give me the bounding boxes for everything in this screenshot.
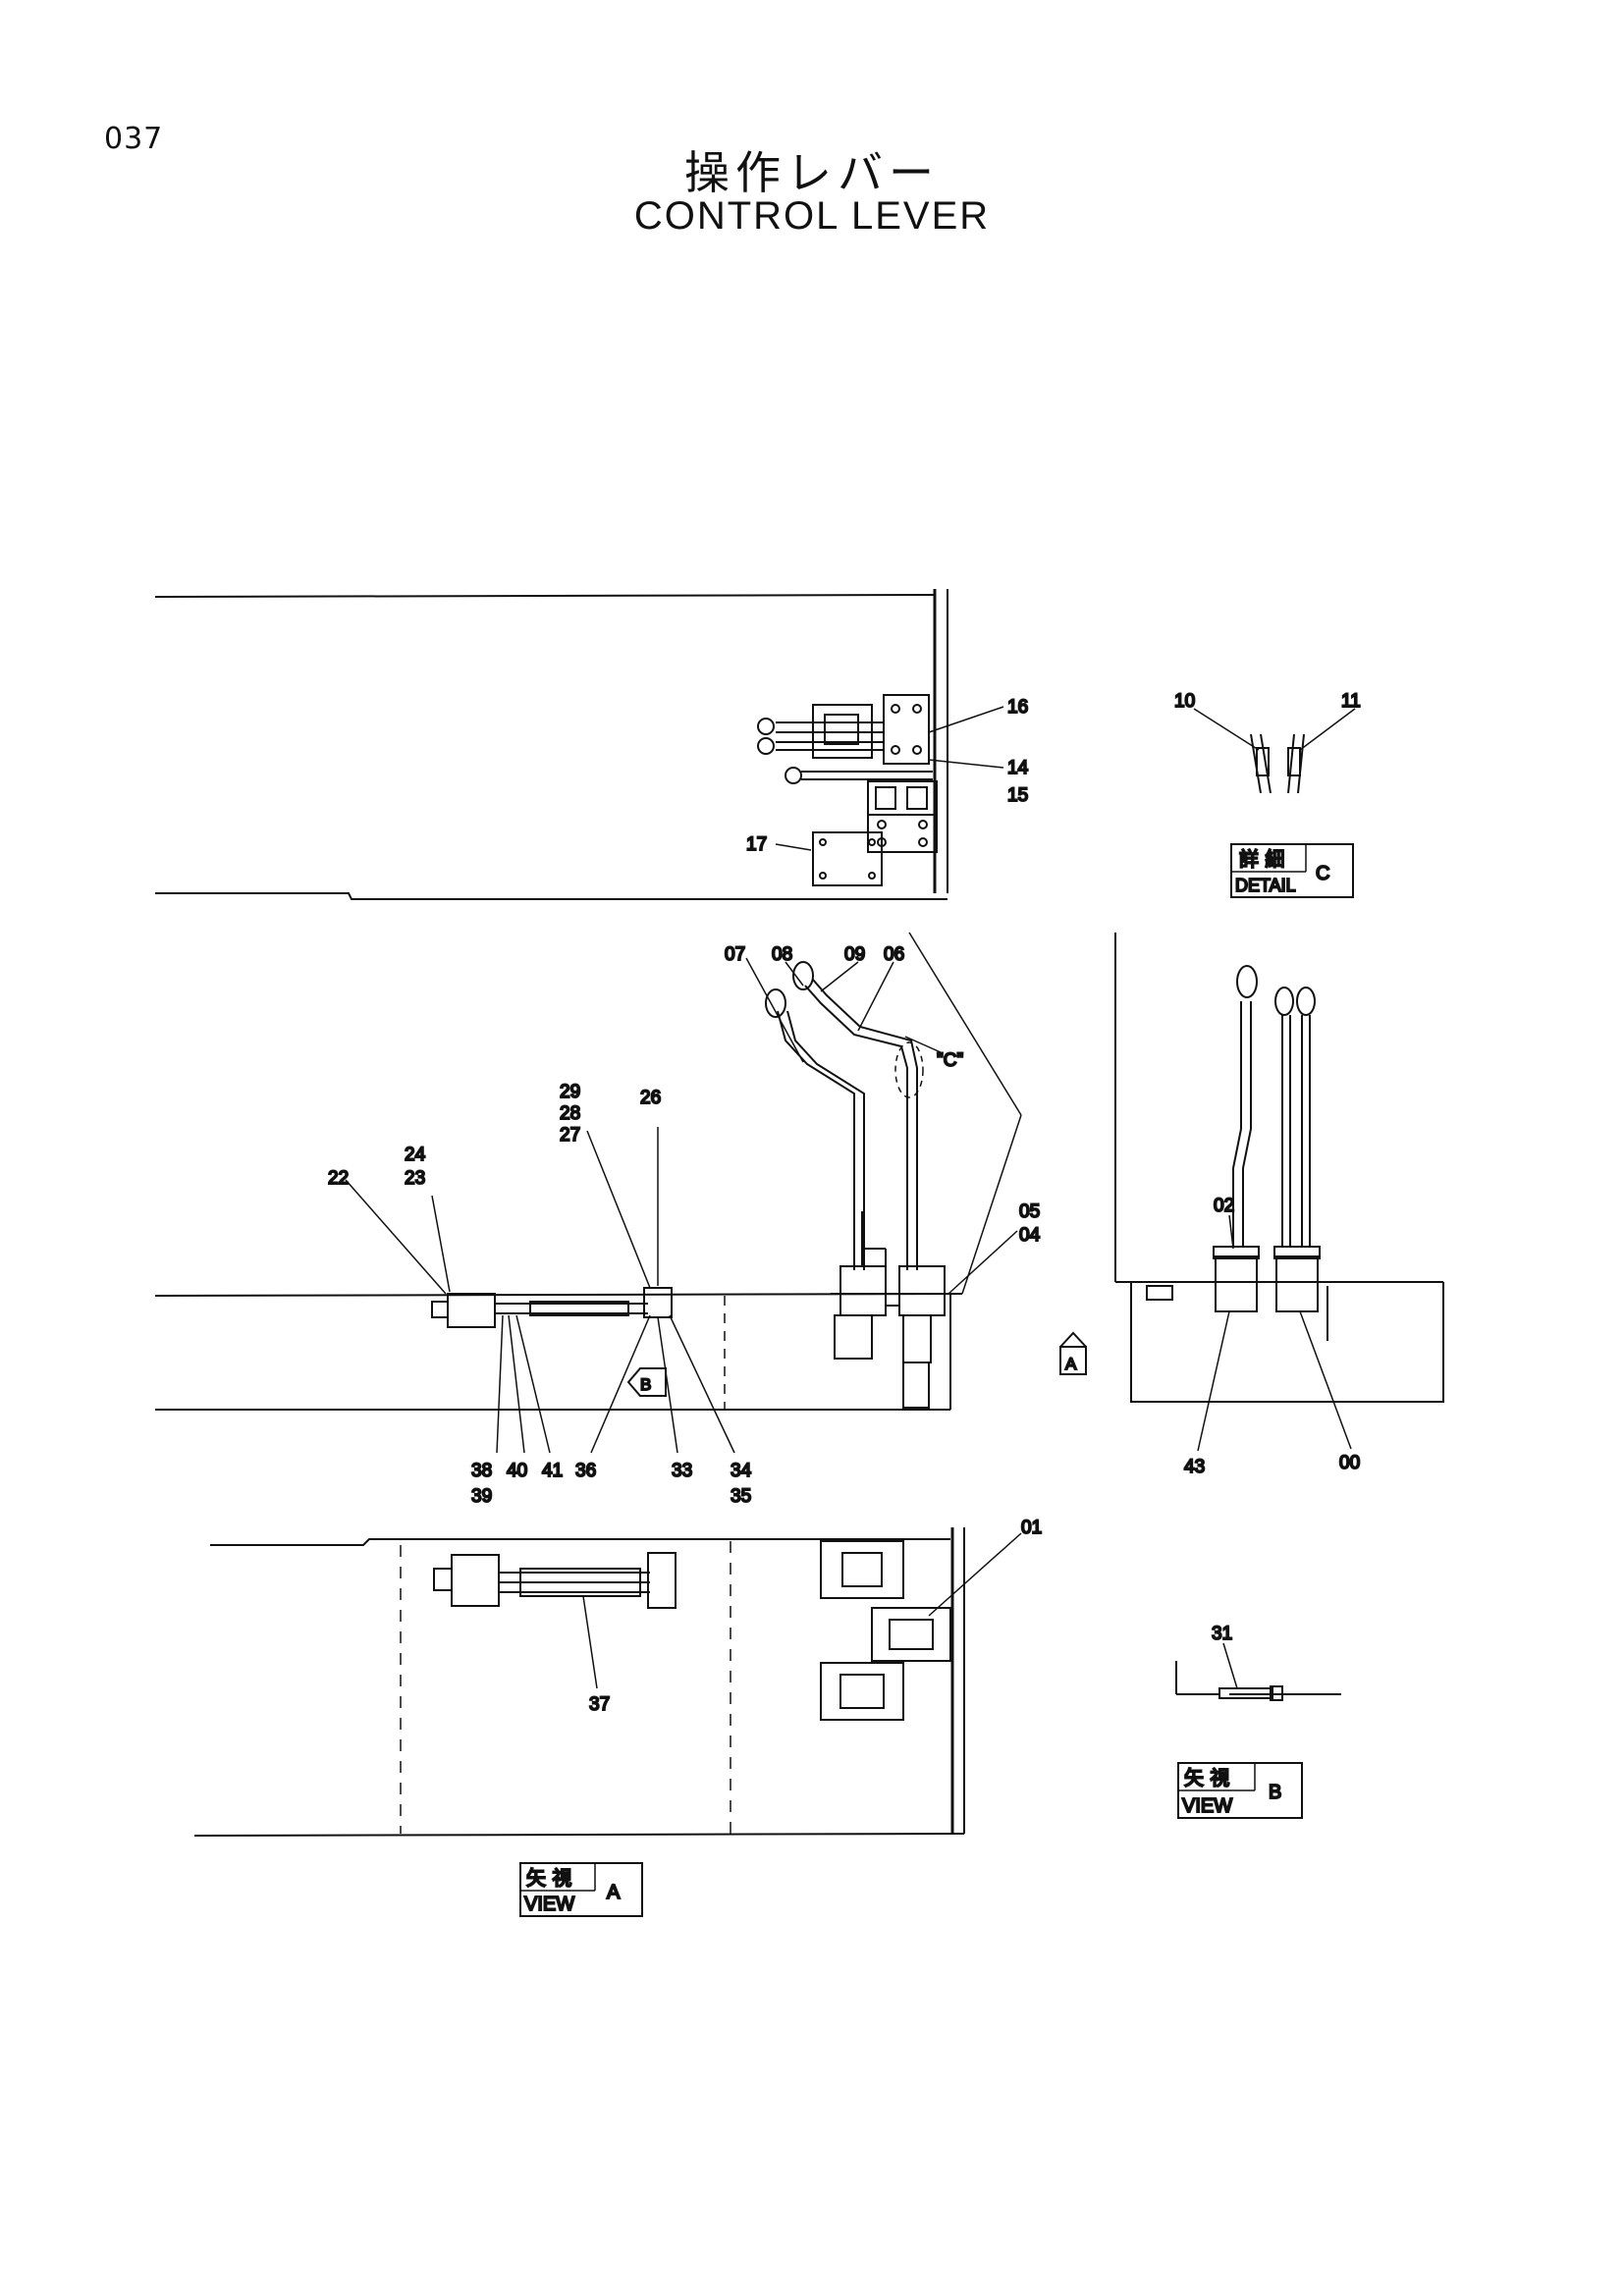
callout-26: 26 <box>640 1088 661 1108</box>
detail-c-view <box>1193 708 1356 898</box>
title-english: CONTROL LEVER <box>633 194 991 238</box>
title-japanese: 操作レバー <box>684 146 940 199</box>
view-b-en: VIEW <box>1182 1795 1232 1817</box>
callout-02: 02 <box>1214 1196 1234 1216</box>
callout-37: 37 <box>589 1694 610 1715</box>
callout-33: 33 <box>672 1461 692 1481</box>
page-number: 037 <box>104 122 164 156</box>
callout-29: 29 <box>560 1082 580 1102</box>
callout-16: 16 <box>1007 697 1028 718</box>
detail-c-letter: C <box>1316 863 1329 884</box>
callout-07: 07 <box>725 944 745 965</box>
callout-06: 06 <box>884 944 904 965</box>
callout-41: 41 <box>542 1461 563 1481</box>
callout-34: 34 <box>731 1461 752 1481</box>
callout-36: 36 <box>575 1461 596 1481</box>
view-a-letter: A <box>607 1882 621 1903</box>
detail-c-en: DETAIL <box>1235 876 1296 895</box>
main-side-view <box>154 932 1087 1454</box>
callout-40: 40 <box>507 1461 527 1481</box>
callout-10: 10 <box>1174 691 1195 712</box>
marker-c-label: "C" <box>937 1050 963 1071</box>
view-b-panel <box>1175 1642 1341 1819</box>
view-b-letter: B <box>1269 1782 1281 1803</box>
callout-39: 39 <box>471 1486 492 1507</box>
callout-11: 11 <box>1341 691 1361 712</box>
view-b-jp: 矢 視 <box>1184 1766 1229 1789</box>
callout-27: 27 <box>560 1125 580 1146</box>
upper-panel-view <box>154 589 1004 900</box>
view-a-en: VIEW <box>524 1894 574 1915</box>
callout-22: 22 <box>328 1168 349 1189</box>
callout-28: 28 <box>560 1103 580 1124</box>
view-a-panel <box>193 1527 1022 1917</box>
callout-43: 43 <box>1184 1457 1205 1477</box>
view-b-marker: B <box>640 1375 651 1394</box>
callout-09: 09 <box>844 944 865 965</box>
callout-08: 08 <box>772 944 792 965</box>
view-a-jp: 矢 視 <box>526 1866 571 1890</box>
callout-23: 23 <box>405 1168 425 1189</box>
callout-01: 01 <box>1021 1518 1042 1538</box>
view-a-marker: A <box>1065 1355 1077 1373</box>
callout-35: 35 <box>731 1486 751 1507</box>
callout-31: 31 <box>1212 1624 1232 1644</box>
callout-17: 17 <box>746 834 767 855</box>
callout-38: 38 <box>471 1461 492 1481</box>
callout-24: 24 <box>405 1145 426 1165</box>
callout-05: 05 <box>1019 1201 1040 1222</box>
right-elevation-view <box>1114 933 1444 1452</box>
callout-04: 04 <box>1019 1225 1041 1246</box>
callout-15: 15 <box>1007 785 1028 806</box>
callout-14: 14 <box>1007 758 1029 778</box>
callout-00: 00 <box>1339 1453 1360 1473</box>
detail-c-jp: 詳 細 <box>1239 847 1284 871</box>
